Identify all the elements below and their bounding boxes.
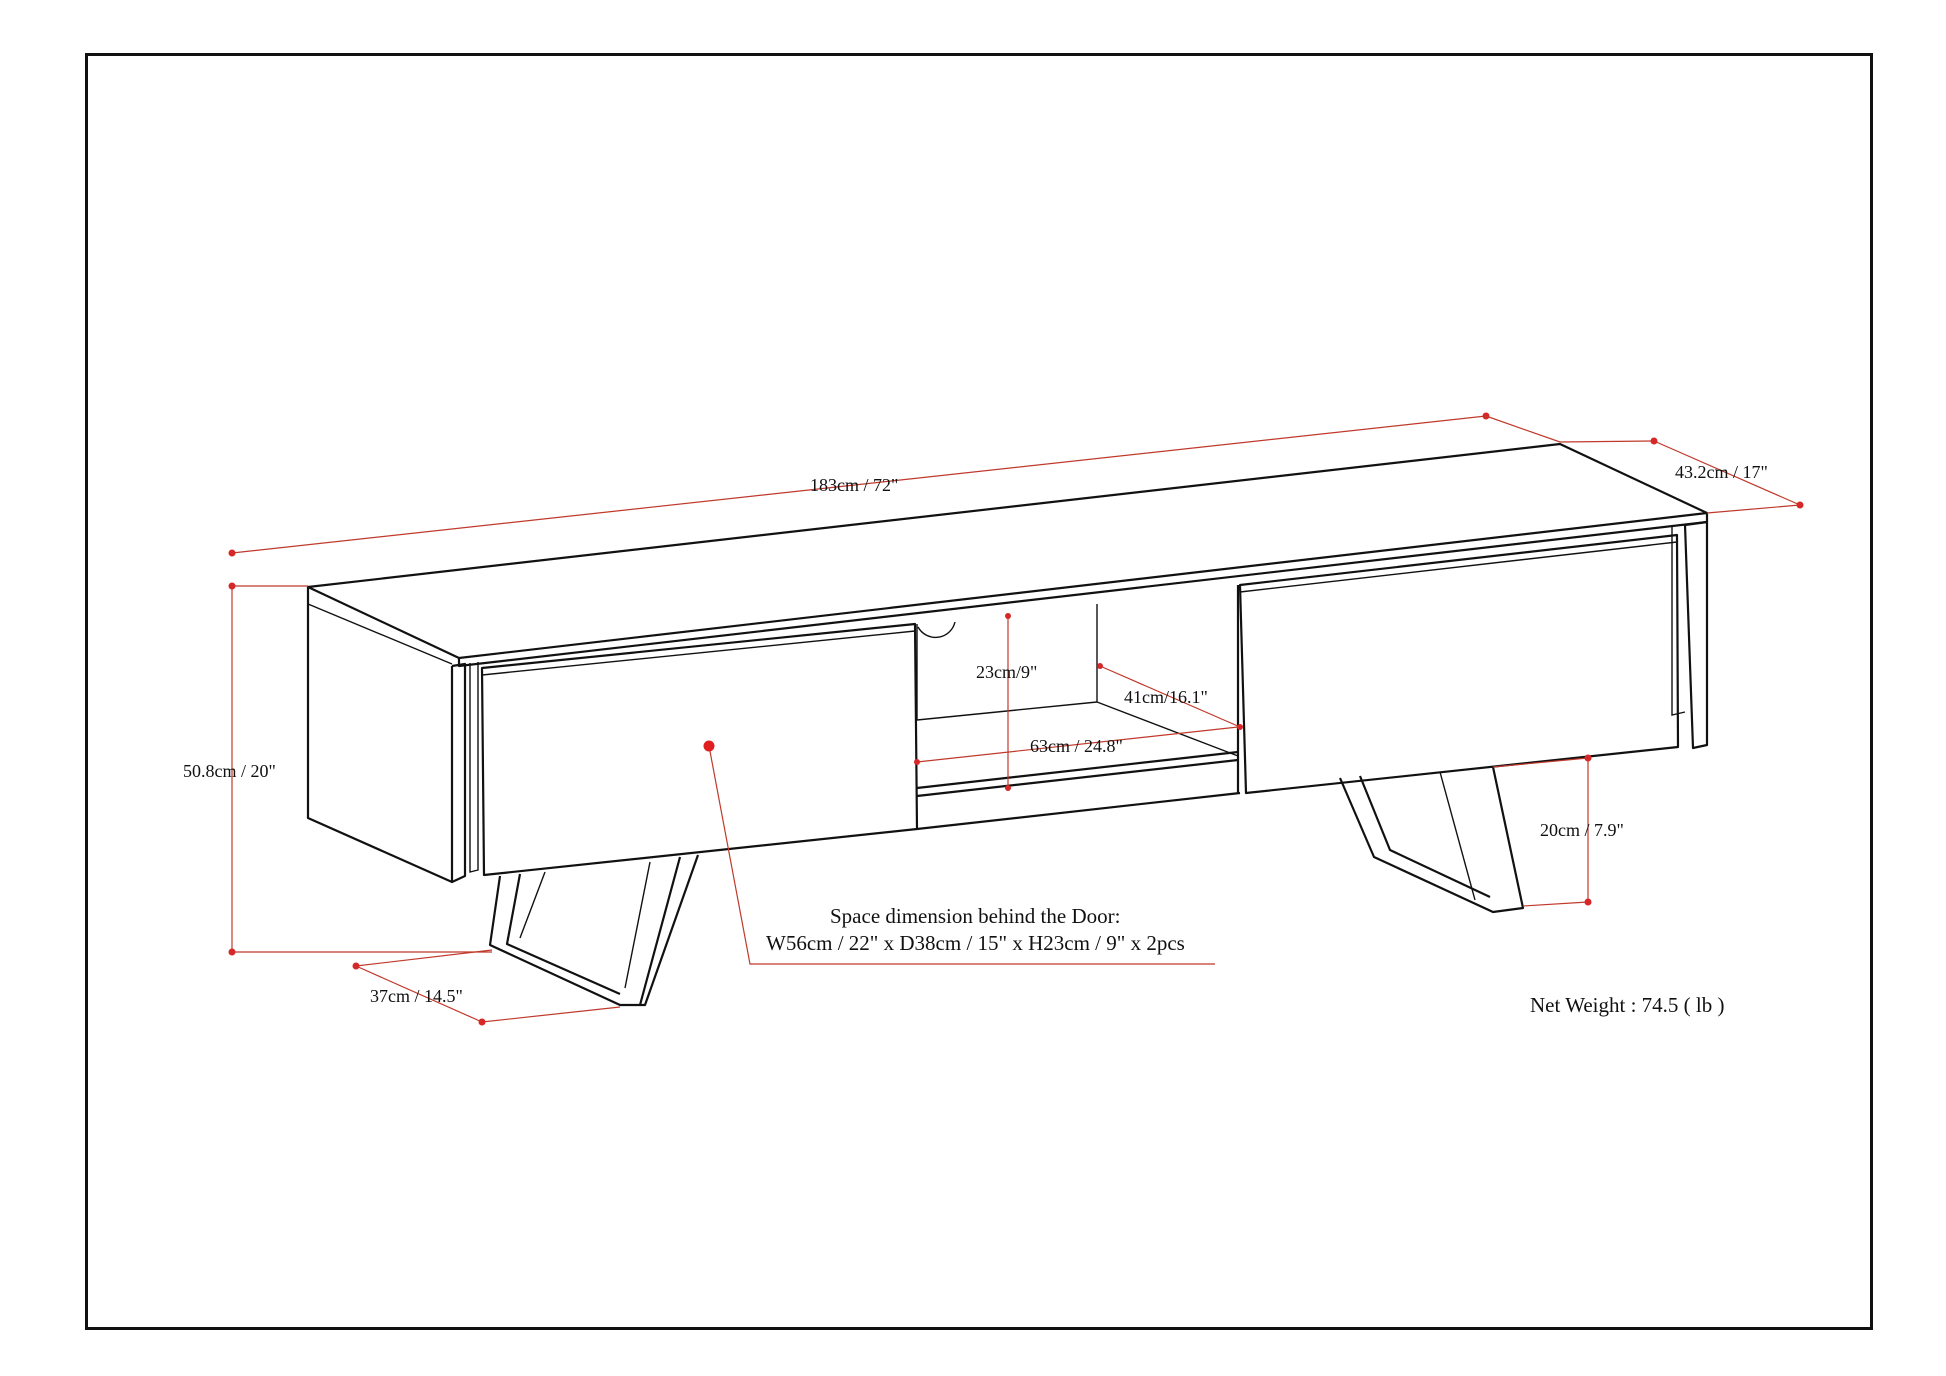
shelf-width-line (916, 726, 1239, 763)
shelf-width-marker-left (914, 759, 920, 765)
dimension-lines (228, 412, 1804, 1026)
left-side-inner (307, 603, 453, 665)
right-leg-inner (1439, 771, 1476, 901)
right-drawer-lip (1239, 541, 1678, 593)
shelf-depth-marker-back (1097, 663, 1103, 669)
shelf-height-marker-bottom (1005, 785, 1011, 791)
left-drawer (480, 622, 919, 877)
width-extension (1485, 415, 1561, 443)
shelf-height-label: 23cm/9" (976, 662, 1037, 682)
center-shelf-depth (1096, 701, 1239, 757)
height-marker-bottom (228, 948, 236, 956)
leg-height-marker-top (1584, 754, 1592, 762)
leg-depth-line (355, 949, 621, 1023)
depth-dimension-line (1559, 440, 1801, 514)
shelf-width-label: 63cm / 24.8" (1030, 736, 1123, 756)
right-side-panel (1683, 520, 1709, 750)
cable-hole (917, 621, 956, 639)
shelf-depth-line (1099, 665, 1241, 728)
dimension-labels: 183cm / 72" 43.2cm / 17" 50.8cm / 20" 23… (183, 462, 1768, 1017)
right-drawer (1238, 533, 1680, 795)
space-callout-marker (703, 740, 715, 752)
left-drawer-lip (481, 630, 916, 676)
depth-marker-bottom (1796, 501, 1804, 509)
shelf-depth-marker-front (1237, 724, 1243, 730)
height-label: 50.8cm / 20" (183, 761, 276, 781)
height-dimension-line (231, 585, 492, 953)
leg-height-marker-bottom (1584, 898, 1592, 906)
top-front-edge (457, 513, 1709, 668)
center-shelf-back (916, 701, 1098, 721)
net-weight-label: Net Weight : 74.5 ( lb ) (1530, 993, 1724, 1017)
leg-depth-marker-front (478, 1018, 486, 1026)
diagram-frame (85, 53, 1873, 1330)
width-dimension-line (231, 415, 1487, 554)
center-shelf-front (916, 750, 1239, 798)
front-left-post-inner (469, 662, 479, 873)
left-leg (488, 854, 700, 1007)
height-marker-top (228, 582, 236, 590)
front-left-post (451, 662, 467, 883)
depth-label: 43.2cm / 17" (1675, 462, 1768, 482)
left-side-panel (306, 587, 454, 884)
space-callout-leader (708, 745, 1215, 965)
leg-height-line (1492, 757, 1589, 907)
depth-marker-top (1650, 437, 1658, 445)
leg-depth-marker-back (352, 962, 360, 970)
shelf-height-marker-top (1005, 613, 1011, 619)
space-dimension-values: W56cm / 22" x D38cm / 15" x H23cm / 9" x… (766, 931, 1185, 955)
leg-depth-label: 37cm / 14.5" (370, 986, 463, 1006)
tv-stand-drawing (306, 442, 1709, 1007)
width-label: 183cm / 72" (810, 475, 898, 495)
right-side-inner (1671, 526, 1686, 716)
right-leg (1338, 766, 1525, 914)
shelf-depth-label: 41cm/16.1" (1124, 687, 1208, 707)
space-dimension-title: Space dimension behind the Door: (830, 904, 1120, 928)
leg-height-label: 20cm / 7.9" (1540, 820, 1624, 840)
width-marker-left (228, 549, 236, 557)
left-leg-inner (519, 861, 651, 989)
center-bottom (916, 791, 1241, 831)
